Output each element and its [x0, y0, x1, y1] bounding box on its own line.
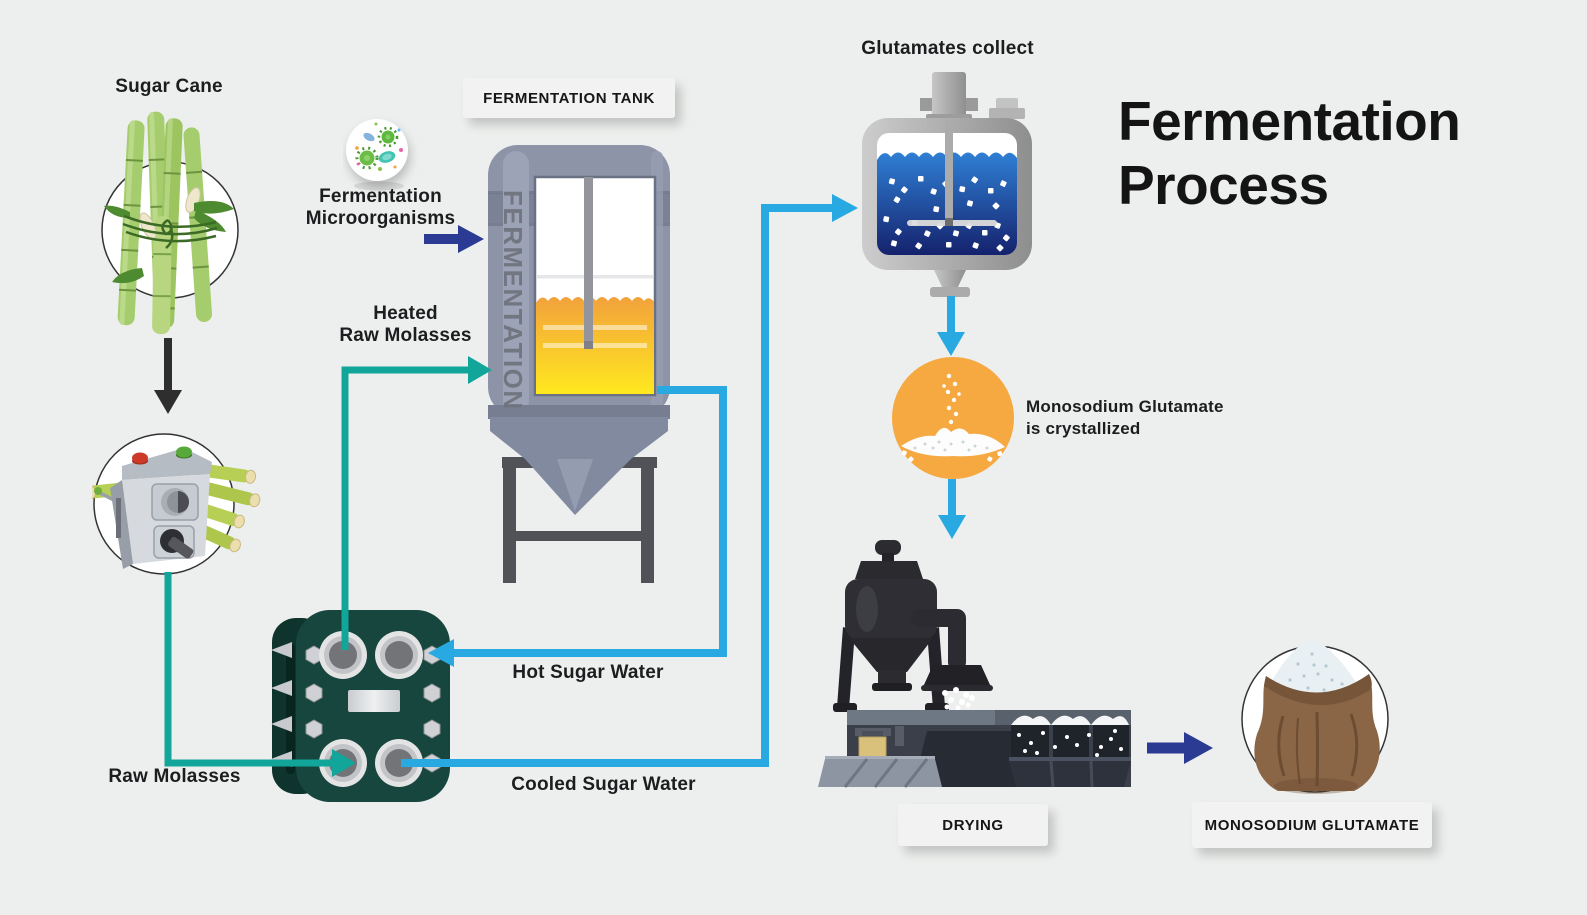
exchanger-ports: [319, 631, 423, 787]
mill-machine: [94, 446, 212, 569]
falling-crystals: [942, 687, 975, 711]
sugar-cane-illustration: [101, 111, 239, 335]
heated-raw-molasses-label: Heated Raw Molasses: [339, 303, 472, 347]
stirrer-rod: [584, 177, 593, 349]
crusher-illustration: [92, 433, 261, 575]
tank-outlet: [934, 270, 966, 289]
msg-sack-illustration: [1241, 637, 1389, 794]
raw-molasses-label: Raw Molasses: [108, 766, 241, 787]
scattered-crystals: [901, 373, 1003, 462]
microorganisms-label: Fermentation Microorganisms: [305, 186, 456, 230]
fermentation-tank-badge: FERMENTATION TANK: [463, 78, 675, 118]
arrow-raw-molasses: [164, 572, 356, 777]
glutamates-collect-label: Glutamates collect: [861, 38, 1034, 59]
glutamate-crystals: [883, 176, 1010, 252]
arrow-sugarcane-to-crusher: [154, 338, 182, 414]
arrow-glutamates-to-crystallizer: [937, 296, 965, 356]
cyclone-dryer: [833, 540, 993, 712]
tank-watermark: FERMENTATION: [498, 190, 528, 411]
crystallizer-illustration: [892, 357, 1014, 479]
drying-badge: DRYING: [898, 804, 1048, 846]
glutamates-tank-illustration: [862, 72, 1032, 297]
red-button: [132, 452, 148, 464]
sack-folds: [1277, 711, 1359, 787]
page-title: Fermentation Process: [1118, 90, 1461, 216]
cooled-sugar-water-label: Cooled Sugar Water: [511, 774, 696, 795]
arrow-cooled-sugar-water: [401, 194, 858, 767]
crystallized-label: Monosodium Glutamate is crystallized: [1026, 397, 1224, 439]
stirrer-motor: [932, 72, 966, 122]
bundle-string: [122, 214, 218, 249]
arrow-crystallizer-to-drying: [938, 479, 966, 539]
pile-speckles: [913, 440, 989, 452]
sugar-cane-label: Sugar Cane: [115, 76, 223, 97]
arrow-drying-to-msg: [1147, 732, 1213, 764]
tank-cap: [989, 108, 1025, 119]
monosodium-glutamate-badge: MONOSODIUM GLUTAMATE: [1192, 802, 1432, 848]
green-button: [176, 446, 192, 458]
crystal-heap: [1268, 637, 1361, 704]
crystal-bins: [1009, 715, 1131, 788]
crystal-pile: [901, 427, 1005, 457]
cane-leaves: [104, 201, 234, 284]
arrow-microorganisms-to-tank: [424, 225, 484, 253]
hot-sugar-water-label: Hot Sugar Water: [512, 662, 664, 683]
arrow-hot-sugar-water: [428, 386, 727, 667]
arrow-heated-raw-molasses: [341, 356, 492, 650]
fermentation-tank-illustration: [488, 145, 670, 583]
microorganisms-icon: [346, 119, 408, 191]
drying-machine-illustration: [818, 540, 1131, 788]
